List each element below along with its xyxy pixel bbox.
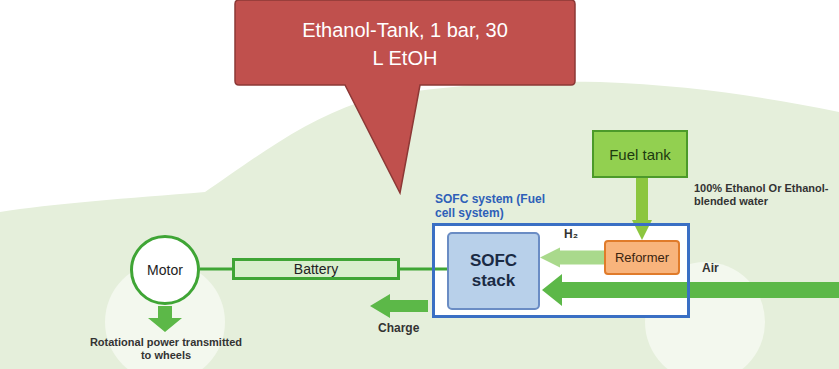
callout-bubble: Ethanol-Tank, 1 bar, 30 L EtOH <box>235 0 575 195</box>
box-label: Battery <box>294 262 338 276</box>
charge-arrow <box>370 294 428 318</box>
motor-circle: Motor <box>130 235 200 305</box>
edge-label: H₂ <box>564 228 578 242</box>
callout-text: Ethanol-Tank, 1 bar, 30 L EtOH <box>300 16 510 72</box>
system-frame: SOFC stackReformerSOFC system (Fuel cell… <box>432 223 690 318</box>
frame-title: SOFC system (Fuel cell system) <box>435 193 557 221</box>
output-label: Rotational power transmitted to wheels <box>86 336 246 361</box>
callout-outline <box>235 0 575 193</box>
box-label: Motor <box>147 262 183 278</box>
flow-connector <box>636 178 648 220</box>
flow-connector <box>400 268 447 271</box>
air-arrow <box>542 274 839 306</box>
fuel-tank-box: Fuel tank <box>592 130 688 178</box>
flow-label: Air <box>702 262 719 276</box>
power-arrow <box>148 306 182 332</box>
box-label: Fuel tank <box>609 146 671 163</box>
stack-box: SOFC stack <box>447 232 540 310</box>
box-label: SOFC stack <box>458 251 530 290</box>
battery-band: Battery <box>232 258 400 280</box>
box-label: Reformer <box>615 250 669 265</box>
edge-label: 100% Ethanol Or Ethanol-blended water <box>694 182 836 207</box>
flow-connector <box>200 268 232 271</box>
flow-label: Charge <box>378 322 419 336</box>
reformer-box: Reformer <box>604 240 680 275</box>
flow-connector <box>560 251 604 265</box>
